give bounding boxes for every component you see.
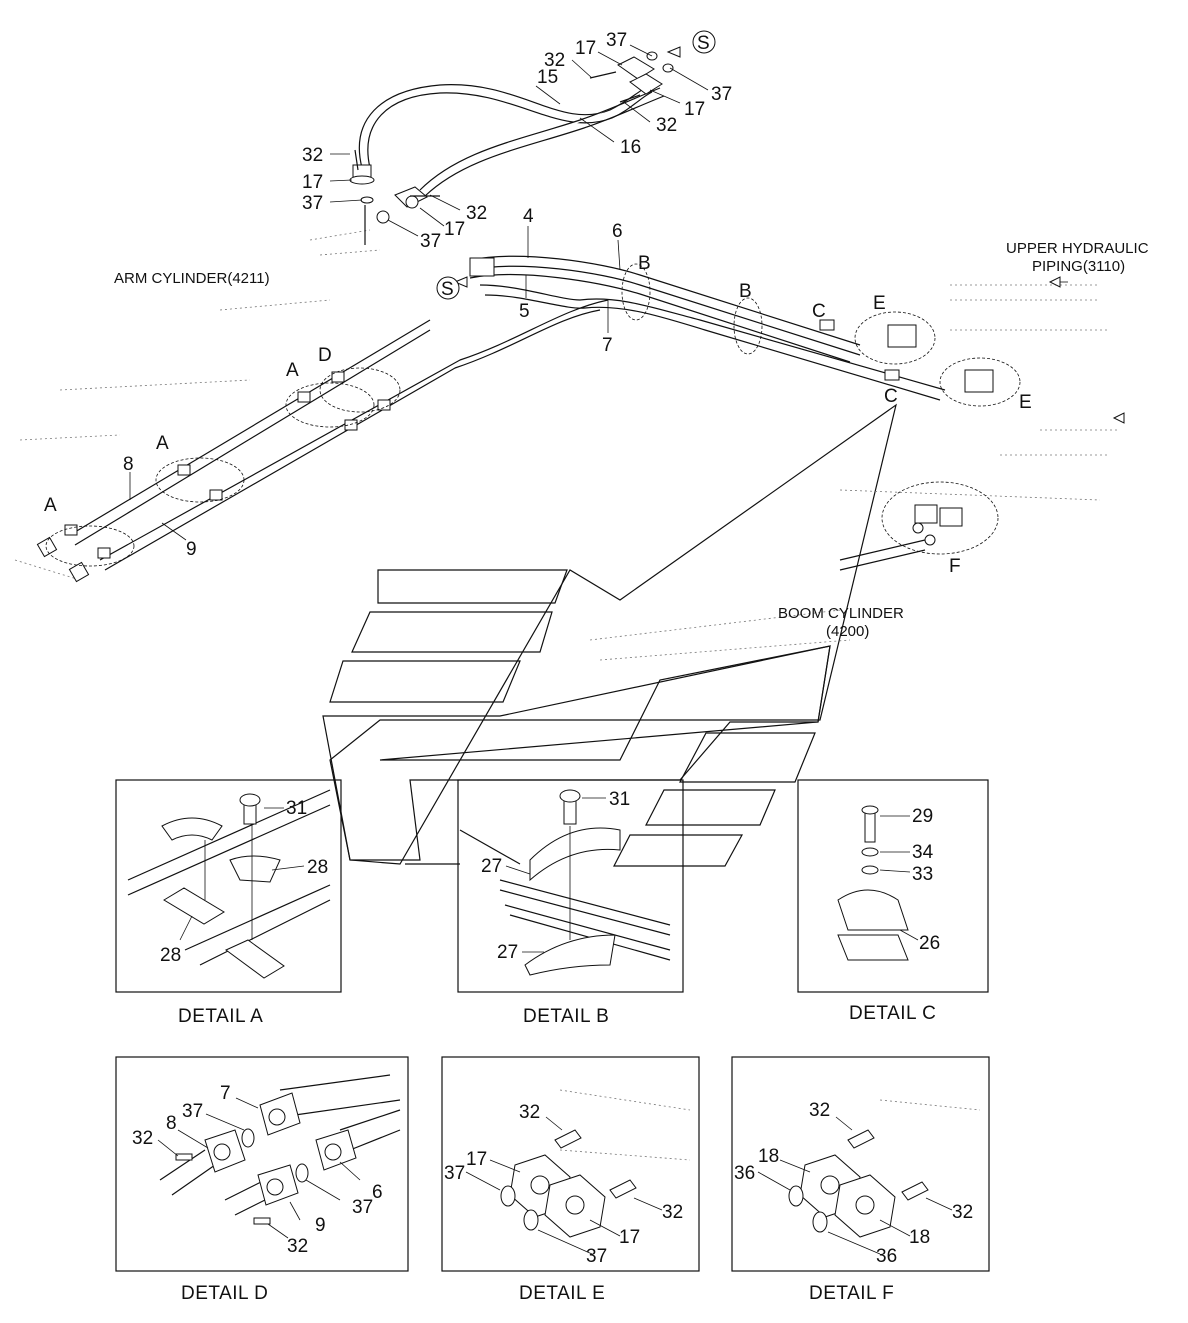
detail-f-callout-32-top: 32 xyxy=(809,1100,830,1121)
callout-f: F xyxy=(949,556,961,577)
detail-a-callout-28-left: 28 xyxy=(160,945,181,966)
callout-c-top: C xyxy=(812,301,826,322)
callout-32-right: 32 xyxy=(656,115,677,136)
callout-37-mid: 37 xyxy=(420,231,441,252)
detail-d-frame xyxy=(115,1056,409,1272)
detail-d-callout-7: 7 xyxy=(220,1083,231,1104)
callout-s-top: S xyxy=(697,33,710,54)
callout-17-right: 17 xyxy=(684,99,705,120)
detail-f-callout-18-left: 18 xyxy=(758,1146,779,1167)
callout-b-left: B xyxy=(638,253,651,274)
detail-f-callout-36-left: 36 xyxy=(734,1163,755,1184)
callout-e-bottom: E xyxy=(1019,392,1032,413)
callout-e-top: E xyxy=(873,293,886,314)
callout-16: 16 xyxy=(620,137,641,158)
callout-7: 7 xyxy=(602,335,613,356)
callout-5: 5 xyxy=(519,301,530,322)
callout-d: D xyxy=(318,345,332,366)
detail-f: 32 18 36 32 18 36 DETAIL F xyxy=(731,1056,990,1304)
detail-d-callout-6: 6 xyxy=(372,1182,383,1203)
main-callouts: S S 37 17 32 37 17 15 32 16 32 17 37 32 … xyxy=(44,30,1149,640)
callout-4: 4 xyxy=(523,206,534,227)
detail-f-title: DETAIL F xyxy=(809,1283,894,1304)
callout-b-right: B xyxy=(739,281,752,302)
boom-cylinder-caption-line1: BOOM CYLINDER xyxy=(778,605,904,622)
main-pipes xyxy=(36,255,1021,583)
detail-c-frame xyxy=(797,779,989,993)
detail-a-callout-28-right: 28 xyxy=(307,857,328,878)
detail-e-callout-37-bottom: 37 xyxy=(586,1246,607,1267)
context-dashes xyxy=(14,229,1120,1161)
detail-e-title: DETAIL E xyxy=(519,1283,605,1304)
detail-b-callout-27-bottom: 27 xyxy=(497,942,518,963)
detail-b-frame xyxy=(457,779,684,993)
detail-d-callout-32-left: 32 xyxy=(132,1128,153,1149)
callout-32-mid: 32 xyxy=(466,203,487,224)
detail-f-callout-32-right: 32 xyxy=(952,1202,973,1223)
callout-a-lower: A xyxy=(44,495,57,516)
detail-a-title: DETAIL A xyxy=(178,1006,263,1027)
callout-a-middle: A xyxy=(156,433,169,454)
callout-circle-s-pipes xyxy=(436,276,460,300)
callout-circle-s-top xyxy=(692,30,716,54)
detail-e-callout-32-top: 32 xyxy=(519,1102,540,1123)
detail-e-callout-37-left: 37 xyxy=(444,1163,465,1184)
hose-assembly xyxy=(349,51,674,245)
callout-32-top: 32 xyxy=(544,50,565,71)
callout-9: 9 xyxy=(186,539,197,560)
boom-outline xyxy=(322,403,897,867)
detail-e-callout-17-left: 17 xyxy=(466,1149,487,1170)
detail-b-callout-27-top: 27 xyxy=(481,856,502,877)
detail-a: 31 28 28 DETAIL A xyxy=(115,779,342,1027)
detail-a-callout-31: 31 xyxy=(286,798,307,819)
detail-c-callout-26: 26 xyxy=(919,933,940,954)
detail-d-callout-8: 8 xyxy=(166,1113,177,1134)
callout-s-pipes: S xyxy=(441,279,454,300)
detail-c-callout-33: 33 xyxy=(912,864,933,885)
callout-a-upper: A xyxy=(286,360,299,381)
detail-d-callout-9: 9 xyxy=(315,1215,326,1236)
detail-b-title: DETAIL B xyxy=(523,1006,609,1027)
callout-37-right: 37 xyxy=(711,84,732,105)
callout-6: 6 xyxy=(612,221,623,242)
upper-hydraulic-caption-line1: UPPER HYDRAULIC xyxy=(1006,240,1149,257)
detail-e-callout-17-right: 17 xyxy=(619,1227,640,1248)
callout-37-left: 37 xyxy=(302,193,323,214)
callout-17-top: 17 xyxy=(575,38,596,59)
detail-d-callout-37-top: 37 xyxy=(182,1101,203,1122)
detail-d-callout-32-bottom: 32 xyxy=(287,1236,308,1257)
detail-b: 31 27 27 DETAIL B xyxy=(457,779,684,1027)
detail-b-callout-31: 31 xyxy=(609,789,630,810)
leader-lines xyxy=(129,44,1125,541)
arm-cylinder-caption: ARM CYLINDER(4211) xyxy=(114,270,270,287)
callout-c-bottom: C xyxy=(884,386,898,407)
detail-e-callout-32-right: 32 xyxy=(662,1202,683,1223)
detail-e-frame xyxy=(441,1056,700,1272)
detail-c-callout-34: 34 xyxy=(912,842,934,863)
callout-32-left: 32 xyxy=(302,145,323,166)
detail-d: 7 37 8 32 37 6 9 32 DETAIL D xyxy=(115,1056,409,1304)
boom-cylinder-caption-line2: (4200) xyxy=(826,623,869,640)
callout-15: 15 xyxy=(537,67,558,88)
detail-a-frame xyxy=(115,779,342,993)
detail-f-frame xyxy=(731,1056,990,1272)
callout-17-mid: 17 xyxy=(444,219,465,240)
detail-f-callout-36-bottom: 36 xyxy=(876,1246,897,1267)
callout-37-top: 37 xyxy=(606,30,627,51)
detail-c-title: DETAIL C xyxy=(849,1003,936,1024)
detail-d-title: DETAIL D xyxy=(181,1283,268,1304)
detail-d-callout-37-right: 37 xyxy=(352,1197,373,1218)
detail-c-callout-29: 29 xyxy=(912,806,933,827)
upper-hydraulic-caption-line2: PIPING(3110) xyxy=(1032,258,1125,275)
detail-f-callout-18-right: 18 xyxy=(909,1227,930,1248)
callout-8: 8 xyxy=(123,454,134,475)
detail-e: 32 17 37 32 17 37 DETAIL E xyxy=(441,1056,700,1304)
detail-c: 29 34 33 26 DETAIL C xyxy=(797,779,989,1024)
callout-17-left: 17 xyxy=(302,172,323,193)
